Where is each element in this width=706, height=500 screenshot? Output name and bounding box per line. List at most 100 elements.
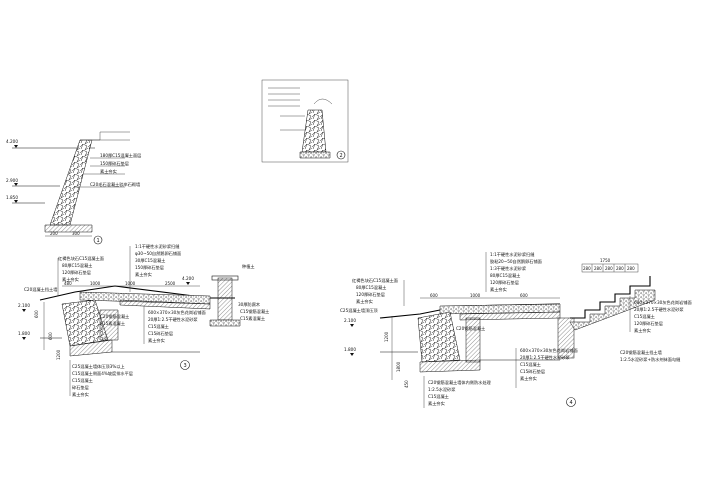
callout-label: C15混凝土 (634, 313, 655, 320)
callout-label: C15碎石垫层 (148, 330, 173, 337)
detail-4: 1750 280 280 280 280 280 600 1000 600 12… (340, 251, 692, 408)
dimension-label: 480 (64, 281, 72, 286)
callout-label: C15混凝土侧面4%坡度排水平层 (72, 370, 133, 377)
callout-label: 120厚碎石垫层 (62, 269, 91, 276)
callout-label: 600×370×30灰色花岗岩铺面 (520, 347, 578, 354)
elevation-label: 1.800 (18, 331, 30, 336)
callout-label: 红褐色块石C15混凝土面 (352, 277, 398, 284)
detail-1: 4.200 2.900 1.850 180厚C15混凝土面层 150厚碎石垫层 … (6, 131, 141, 245)
callout-label: 素土夯实 (100, 168, 117, 175)
callout-label: C15钢筋混凝土 (240, 308, 269, 315)
dimension-label: 280 (594, 266, 602, 271)
callout-label: 120厚碎石垫层 (490, 279, 519, 286)
callout-label: C15混凝土 (520, 361, 541, 368)
callout-label: C25混凝土墙顶压顶 (340, 307, 378, 314)
elevation-label: 2.100 (18, 303, 30, 308)
callout-label: 素土夯实 (356, 298, 373, 305)
callout-label: 20厚1:2.5干硬性水泥砂浆 (634, 306, 684, 313)
callout-label: C20钢筋混凝土 (456, 325, 485, 332)
dimension-label: 280 (627, 266, 635, 271)
detail-marker-number: 3 (184, 363, 187, 369)
callout-label: C20钢筋混凝土 (100, 313, 129, 320)
callout-label: C15混凝土 (148, 323, 169, 330)
detail-marker (336, 150, 346, 160)
dimension-label: 1000 (125, 281, 136, 286)
callout-label: 20厚1:2.5干硬性水泥砂浆 (148, 316, 198, 323)
callout-label: 150厚碎石垫层 (135, 264, 164, 271)
detail-marker-number: 1 (97, 238, 100, 244)
detail-2: 2 (261, 79, 349, 163)
callout-label: C15素混凝土 (240, 315, 265, 322)
dimension-label: 2500 (165, 281, 176, 286)
elevation-label: 1.800 (344, 347, 356, 352)
callout-label: 80厚C15混凝土 (356, 284, 386, 291)
callout-label: C15混凝土 (72, 377, 93, 384)
callout-label: C20混凝土挡土墙 (24, 286, 57, 293)
callout-label: 80厚C15混凝土 (62, 262, 92, 269)
dimension-label: 1000 (90, 281, 101, 286)
dimension-label: 600 (430, 293, 438, 298)
callout-label: C20毛石混凝土驳岸石砌墙 (90, 181, 140, 188)
detail-marker (93, 235, 103, 245)
callout-label: 30厚C15混凝土 (135, 257, 165, 264)
callout-label: 素土夯实 (72, 391, 89, 398)
callout-label: 120厚碎石垫层 (356, 291, 385, 298)
callout-label: 胶粘20~50自然鹅卵石铺面 (490, 258, 542, 265)
dimension-label: 300 (72, 231, 80, 236)
dimension-label: 600 (48, 332, 53, 340)
detail-marker-number: 2 (340, 153, 343, 159)
dimension-label: 1200 (384, 331, 389, 342)
detail-marker-number: 4 (570, 400, 573, 406)
dimension-label: 1750 (600, 258, 611, 263)
callout-label: 600×370×30灰色花岗岩铺面 (634, 299, 692, 306)
dimension-label: 280 (605, 266, 613, 271)
callout-label: C15素混凝土 (100, 320, 125, 327)
dimension-label: 1000 (470, 293, 481, 298)
detail-3: 1:1干硬性水泥砂浆扫缝 φ30~50自然鹅卵石铺面 30厚C15混凝土 150… (18, 243, 269, 398)
dimension-label: 450 (404, 380, 409, 388)
callout-label: 600×370×30灰色花岗岩铺面 (148, 309, 206, 316)
callout-label: 1:2.5水泥砂浆+防水剂抹面勾缝 (620, 356, 681, 363)
dimension-label: 600 (34, 310, 39, 318)
callout-label: 1:3干硬性水泥砂浆 (490, 265, 527, 272)
callout-label: 素土夯实 (520, 375, 537, 382)
callout-label: 碎石垫层 (72, 384, 89, 391)
callout-label: C15混凝土 (428, 393, 449, 400)
dimension-label: 200 (50, 231, 58, 236)
detail-marker (180, 360, 190, 370)
callout-label: 素土夯实 (135, 271, 152, 278)
callout-label: 80厚C15混凝土 (490, 272, 520, 279)
callout-label: 素土夯实 (490, 286, 507, 293)
callout-label: C20钢筋混凝土墙体内侧防水处理 (428, 379, 492, 386)
dimension-label: 280 (616, 266, 624, 271)
elevation-label: 2.900 (6, 178, 18, 183)
callout-label: 素土夯实 (148, 337, 165, 344)
callout-label: C15碎石垫层 (520, 368, 545, 375)
detail-marker (566, 397, 576, 407)
callout-label: C25混凝土墙体压顶3%以上 (72, 363, 125, 370)
callout-label: 素土夯实 (62, 276, 79, 283)
callout-label: 150厚碎石垫层 (100, 160, 129, 167)
elevation-label: 2.100 (344, 318, 356, 323)
callout-label: 素土夯实 (634, 327, 651, 334)
callout-label: 120厚碎石垫层 (634, 320, 663, 327)
callout-label: 红褐色块石C15混凝土面 (58, 255, 104, 262)
callout-label: 1:1干硬性水泥砂浆扫缝 (490, 251, 535, 258)
dimension-label: 1800 (396, 361, 401, 372)
elevation-label: 1.850 (6, 195, 18, 200)
callout-label: 1:2.5水泥砂浆 (428, 386, 456, 393)
callout-label: 30厚防腐木 (238, 301, 261, 308)
callout-label: 素土夯实 (428, 400, 445, 407)
callout-label: 180厚C15混凝土面层 (100, 152, 141, 159)
dimension-label: 600 (520, 293, 528, 298)
callout-label: φ30~50自然鹅卵石铺面 (135, 250, 181, 257)
callout-label: 20厚1:2.5干硬性水泥砂浆 (520, 354, 570, 361)
callout-label: 种植土 (242, 263, 255, 270)
callout-label: C20钢筋混凝土挡土墙 (620, 349, 662, 356)
dimension-label: 1200 (56, 349, 61, 360)
callout-label: 1:1干硬性水泥砂浆扫缝 (135, 243, 180, 250)
elevation-label: 4.200 (6, 139, 18, 144)
dimension-label: 280 (583, 266, 591, 271)
elevation-label: 4.200 (182, 276, 194, 281)
